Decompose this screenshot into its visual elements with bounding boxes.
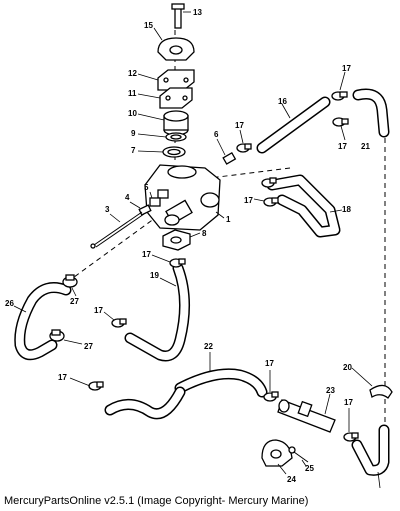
gasket-ring-part-7 — [162, 146, 186, 158]
plate-part-11 — [159, 87, 193, 109]
callout-4: 4 — [125, 193, 130, 202]
hose-part-22 — [104, 368, 268, 420]
clamp-part-17-g — [111, 318, 127, 328]
thermostat-part-10 — [163, 110, 189, 136]
clamp-part-17-d — [261, 177, 277, 188]
fitting-part-6 — [222, 152, 237, 165]
callout-17-b: 17 — [235, 121, 244, 130]
callout-25: 25 — [305, 464, 314, 473]
screw-part-25 — [288, 446, 309, 463]
callout-5: 5 — [144, 183, 149, 192]
callout-8: 8 — [202, 229, 207, 238]
callout-11: 11 — [128, 89, 137, 98]
callout-9: 9 — [131, 129, 136, 138]
callout-7: 7 — [131, 146, 136, 155]
callout-17-f: 17 — [94, 306, 103, 315]
hose-part-18 — [266, 174, 341, 238]
bolt-part-13 — [171, 3, 185, 29]
callout-21-top: 21 — [361, 142, 370, 151]
housing-part-1 — [144, 164, 221, 231]
parts-diagram: 13 15 12 11 10 9 7 6 5 4 3 1 8 16 17 17 … — [5, 3, 393, 490]
clamp-part-27-b — [49, 329, 65, 342]
rod-part-3 — [90, 211, 145, 249]
hose-part-21-top — [352, 88, 390, 138]
gasket-part-8 — [162, 229, 191, 251]
hose-part-26 — [14, 282, 72, 361]
callout-21-bottom: 21 — [375, 489, 384, 490]
callout-16: 16 — [278, 97, 287, 106]
clamp-part-17-i — [263, 391, 279, 402]
callout-17-a: 17 — [342, 64, 351, 73]
hose-part-16 — [256, 96, 331, 154]
clamp-part-17-e — [263, 197, 279, 207]
callout-19: 19 — [150, 271, 159, 280]
gasket-part-12 — [157, 69, 195, 91]
clip-part-20 — [369, 384, 393, 399]
callout-27-b: 27 — [84, 342, 93, 351]
clamp-part-17-b — [332, 117, 349, 127]
clamp-part-17-j — [343, 432, 359, 442]
clamp-part-17-f — [169, 258, 186, 268]
callout-15: 15 — [144, 21, 153, 30]
callout-17-e: 17 — [142, 250, 151, 259]
leader-lines — [13, 11, 381, 489]
clamp-part-27-a — [62, 274, 78, 288]
callout-22: 22 — [204, 342, 213, 351]
bracket-part-24 — [261, 439, 293, 467]
callout-17-h: 17 — [265, 359, 274, 368]
callout-17-g: 17 — [58, 373, 67, 382]
fitting-part-5 — [149, 197, 161, 207]
clamp-part-17-h — [88, 381, 104, 391]
callout-6: 6 — [214, 130, 219, 139]
copyright-footer: MercuryPartsOnline v2.5.1 (Image Copyrig… — [4, 495, 309, 507]
seal-part-9 — [165, 132, 187, 142]
hose-part-19 — [124, 262, 191, 362]
callout-18: 18 — [342, 205, 351, 214]
thermostat-cover-part-15 — [157, 37, 195, 61]
callout-17-i: 17 — [344, 398, 353, 407]
callout-26: 26 — [5, 299, 14, 308]
tube-part-23 — [277, 399, 336, 433]
callout-17-d: 17 — [244, 196, 253, 205]
clamp-part-17-a — [331, 91, 348, 101]
callout-24: 24 — [287, 475, 296, 484]
callout-17-c: 17 — [338, 142, 347, 151]
callout-1: 1 — [226, 215, 231, 224]
callout-27-a: 27 — [70, 297, 79, 306]
callout-23: 23 — [326, 386, 335, 395]
hose-part-21-bottom — [351, 424, 390, 476]
callout-13: 13 — [193, 8, 202, 17]
callout-10: 10 — [128, 109, 137, 118]
callout-3: 3 — [105, 205, 110, 214]
clamp-part-17-c — [236, 143, 252, 153]
callout-20: 20 — [343, 363, 352, 372]
callout-12: 12 — [128, 69, 137, 78]
